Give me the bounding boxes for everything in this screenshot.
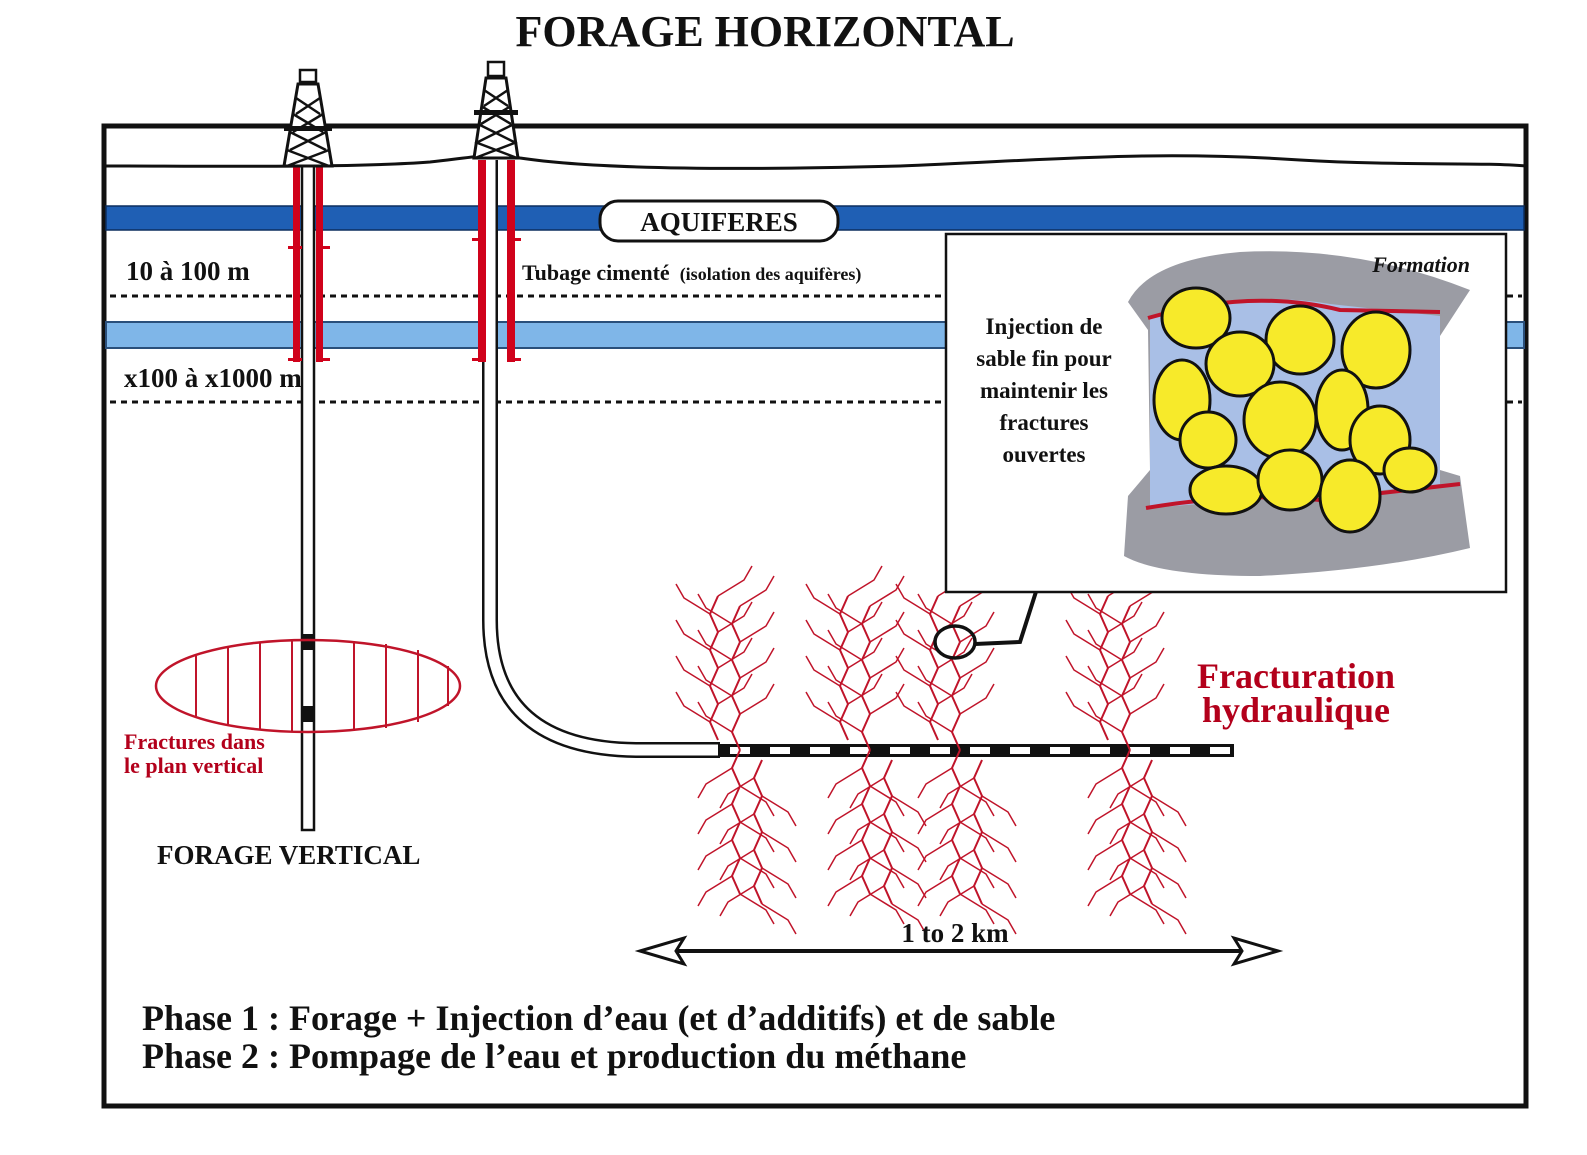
perforation [970,747,990,754]
formation-label: Formation [1371,252,1470,277]
fractures-vertical-label-2: le plan vertical [124,753,263,778]
perforation [930,747,950,754]
hydraulic-fractures [675,565,1187,935]
tubage-label: Tubage cimenté (isolation des aquifères) [522,260,861,285]
depth-label-shallow: 10 à 100 m [126,256,250,286]
sand-grain [1188,464,1264,516]
fracturation-label-2: hydraulique [1202,690,1390,730]
perforation [770,747,790,754]
sand-grain [1382,446,1438,494]
perforation [810,747,830,754]
vertical-well [288,164,330,832]
horizontal-well [472,160,1234,758]
perforation [1210,747,1230,754]
perforation [1050,747,1070,754]
casing-left [293,166,300,362]
sand-grain [1160,286,1232,350]
perforation [1010,747,1030,754]
perforation [1130,747,1150,754]
ground-surface [105,153,1527,170]
inset-caption-line: ouvertes [1002,442,1085,467]
inset-panel: Formation Injection de sable fin pour main… [944,232,1508,594]
derrick-icon-vertical [282,68,334,168]
inset-caption-line: Injection de [986,314,1103,339]
casing-right [507,160,515,362]
arrow-left-icon [634,935,688,967]
distance-label: 1 to 2 km [901,918,1009,948]
tubage-note: (isolation des aquifères) [680,264,862,285]
perforation [1170,747,1190,754]
forage-vertical-label: FORAGE VERTICAL [157,840,420,870]
sand-grain [1242,380,1318,460]
perforation [850,747,870,754]
derrick-icon-horizontal [472,60,520,160]
sand-grain [1178,410,1238,470]
sand-grain [1256,448,1324,512]
inset-caption-line: fractures [1000,410,1089,435]
fracture-cluster [1065,565,1187,935]
sand-grain [1340,310,1412,390]
phase-2: Phase 2 : Pompage de l’eau et production… [142,1036,966,1076]
aquiferes-badge: AQUIFERES [598,199,840,243]
inset-caption-line: sable fin pour [976,346,1111,371]
tubage-main: Tubage cimenté [522,260,670,285]
perforation [890,747,910,754]
fracturation-label-1: Fracturation [1197,656,1395,696]
fracture-cluster [805,565,927,935]
aquiferes-label: AQUIFERES [640,207,798,237]
sand-grain [1264,304,1336,376]
inset-caption-line: maintenir les [980,378,1108,403]
diagram-title: FORAGE HORIZONTAL [515,7,1014,56]
phase-1: Phase 1 : Forage + Injection d’eau (et d… [142,998,1055,1038]
vertical-fracture-ellipse [154,638,462,734]
arrow-right-icon [1230,935,1284,967]
depth-label-deep: x100 à x1000 m [124,363,302,393]
perforation [1090,747,1110,754]
sand-grain [1318,458,1382,534]
casing-right [316,166,323,362]
casing-left [478,160,486,362]
fractures-vertical-label-1: Fractures dans [124,729,265,754]
outer-frame [101,123,1529,1109]
distance-arrow [634,935,1284,967]
sand-grain [1204,330,1276,398]
fracture-cluster [675,565,797,935]
